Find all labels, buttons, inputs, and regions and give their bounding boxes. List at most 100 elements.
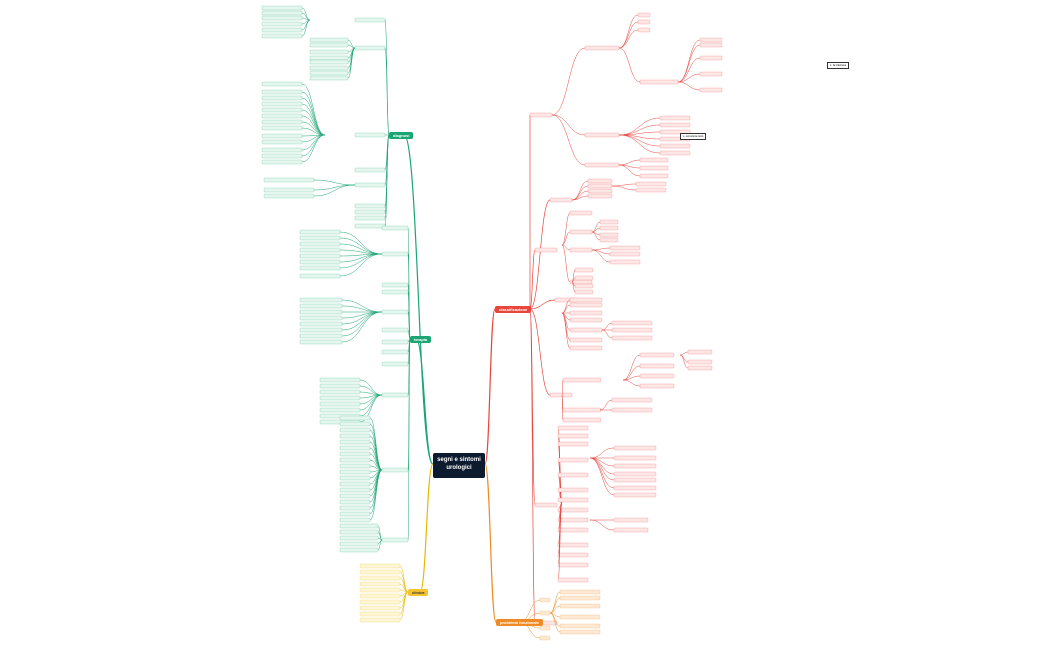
connector-line — [419, 463, 434, 593]
connector-line — [618, 29, 639, 49]
map-node — [299, 327, 343, 333]
map-node — [587, 178, 613, 184]
map-node — [557, 472, 589, 478]
connector-line — [589, 457, 615, 475]
connector-line — [301, 134, 326, 163]
map-node — [611, 397, 653, 403]
root-node[interactable]: segni e sintomi urologici — [433, 453, 485, 478]
map-node — [569, 327, 603, 333]
connector-line — [561, 231, 571, 246]
branch-diagnosi[interactable]: diagnosi — [389, 132, 414, 139]
connector-line — [341, 299, 383, 313]
map-node — [599, 225, 619, 231]
connector-line — [301, 109, 326, 136]
map-node — [611, 327, 653, 333]
map-node — [319, 377, 361, 383]
map-node — [557, 507, 589, 513]
map-node — [557, 487, 589, 493]
map-node — [569, 297, 603, 303]
map-node — [557, 552, 589, 558]
map-node — [562, 377, 602, 383]
connector-line — [359, 394, 383, 411]
connector-line — [571, 281, 576, 293]
map-node — [539, 635, 551, 641]
map-node — [587, 193, 613, 199]
connector-line — [599, 399, 613, 411]
map-node — [699, 87, 723, 93]
map-node — [557, 542, 589, 548]
map-node — [359, 617, 401, 623]
map-node — [299, 273, 341, 279]
connector-line — [529, 308, 536, 624]
map-node — [584, 162, 620, 168]
connector-line — [369, 423, 383, 471]
map-node — [637, 12, 651, 18]
connector-line — [549, 605, 561, 614]
connector-line — [301, 19, 311, 37]
map-node — [574, 267, 594, 273]
connector-line — [591, 231, 601, 241]
map-node — [359, 575, 401, 581]
map-node — [659, 115, 691, 121]
map-node — [261, 10, 303, 16]
connector-line — [591, 221, 601, 233]
map-node — [261, 119, 303, 125]
map-node — [557, 457, 589, 463]
map-node — [299, 297, 343, 303]
map-node — [309, 59, 349, 65]
map-node — [559, 589, 601, 595]
map-node — [354, 203, 386, 209]
map-node — [309, 55, 349, 61]
connector-line — [301, 115, 326, 136]
map-node — [635, 181, 667, 187]
map-node — [381, 225, 409, 231]
connector-line — [622, 354, 641, 381]
map-node — [381, 309, 409, 315]
map-node — [687, 365, 713, 371]
branch-clinica[interactable]: clinica — [408, 589, 429, 596]
connector-line — [679, 351, 689, 356]
map-node — [637, 19, 651, 25]
connector-line — [301, 134, 326, 157]
map-node — [339, 451, 371, 457]
connector-line — [551, 114, 586, 166]
map-node — [261, 33, 303, 39]
map-node — [339, 487, 371, 493]
connector-line — [561, 394, 564, 421]
map-node — [319, 407, 361, 413]
connector-line — [313, 184, 356, 197]
map-node — [354, 167, 386, 173]
connector-line — [677, 44, 701, 83]
map-node — [339, 475, 371, 481]
map-node — [319, 401, 361, 407]
map-node — [613, 471, 657, 477]
map-node — [557, 527, 589, 533]
map-node — [354, 132, 386, 138]
map-node — [263, 187, 315, 193]
connector-line — [384, 47, 390, 136]
connector-line — [677, 57, 701, 83]
map-node — [569, 247, 593, 253]
map-node — [613, 492, 657, 498]
map-node — [574, 289, 594, 295]
connector-line — [551, 114, 586, 136]
map-node — [639, 173, 669, 179]
map-node — [354, 209, 386, 215]
connector-line — [622, 365, 641, 381]
map-node — [339, 457, 371, 463]
branch-terapia[interactable]: terapia — [410, 336, 432, 343]
map-node — [637, 27, 651, 33]
map-node — [639, 157, 669, 163]
map-node — [299, 247, 341, 253]
map-node — [534, 247, 558, 253]
branch-problema-funzionale[interactable]: problema funzionale — [496, 619, 543, 626]
map-node — [261, 89, 303, 95]
map-node — [354, 223, 386, 229]
branch-classificazione[interactable]: classificazione — [495, 306, 532, 313]
map-node — [261, 153, 303, 159]
map-node — [261, 15, 303, 21]
map-node — [339, 541, 379, 547]
map-node — [339, 427, 371, 433]
connector-line — [313, 179, 356, 186]
map-node — [381, 289, 409, 295]
